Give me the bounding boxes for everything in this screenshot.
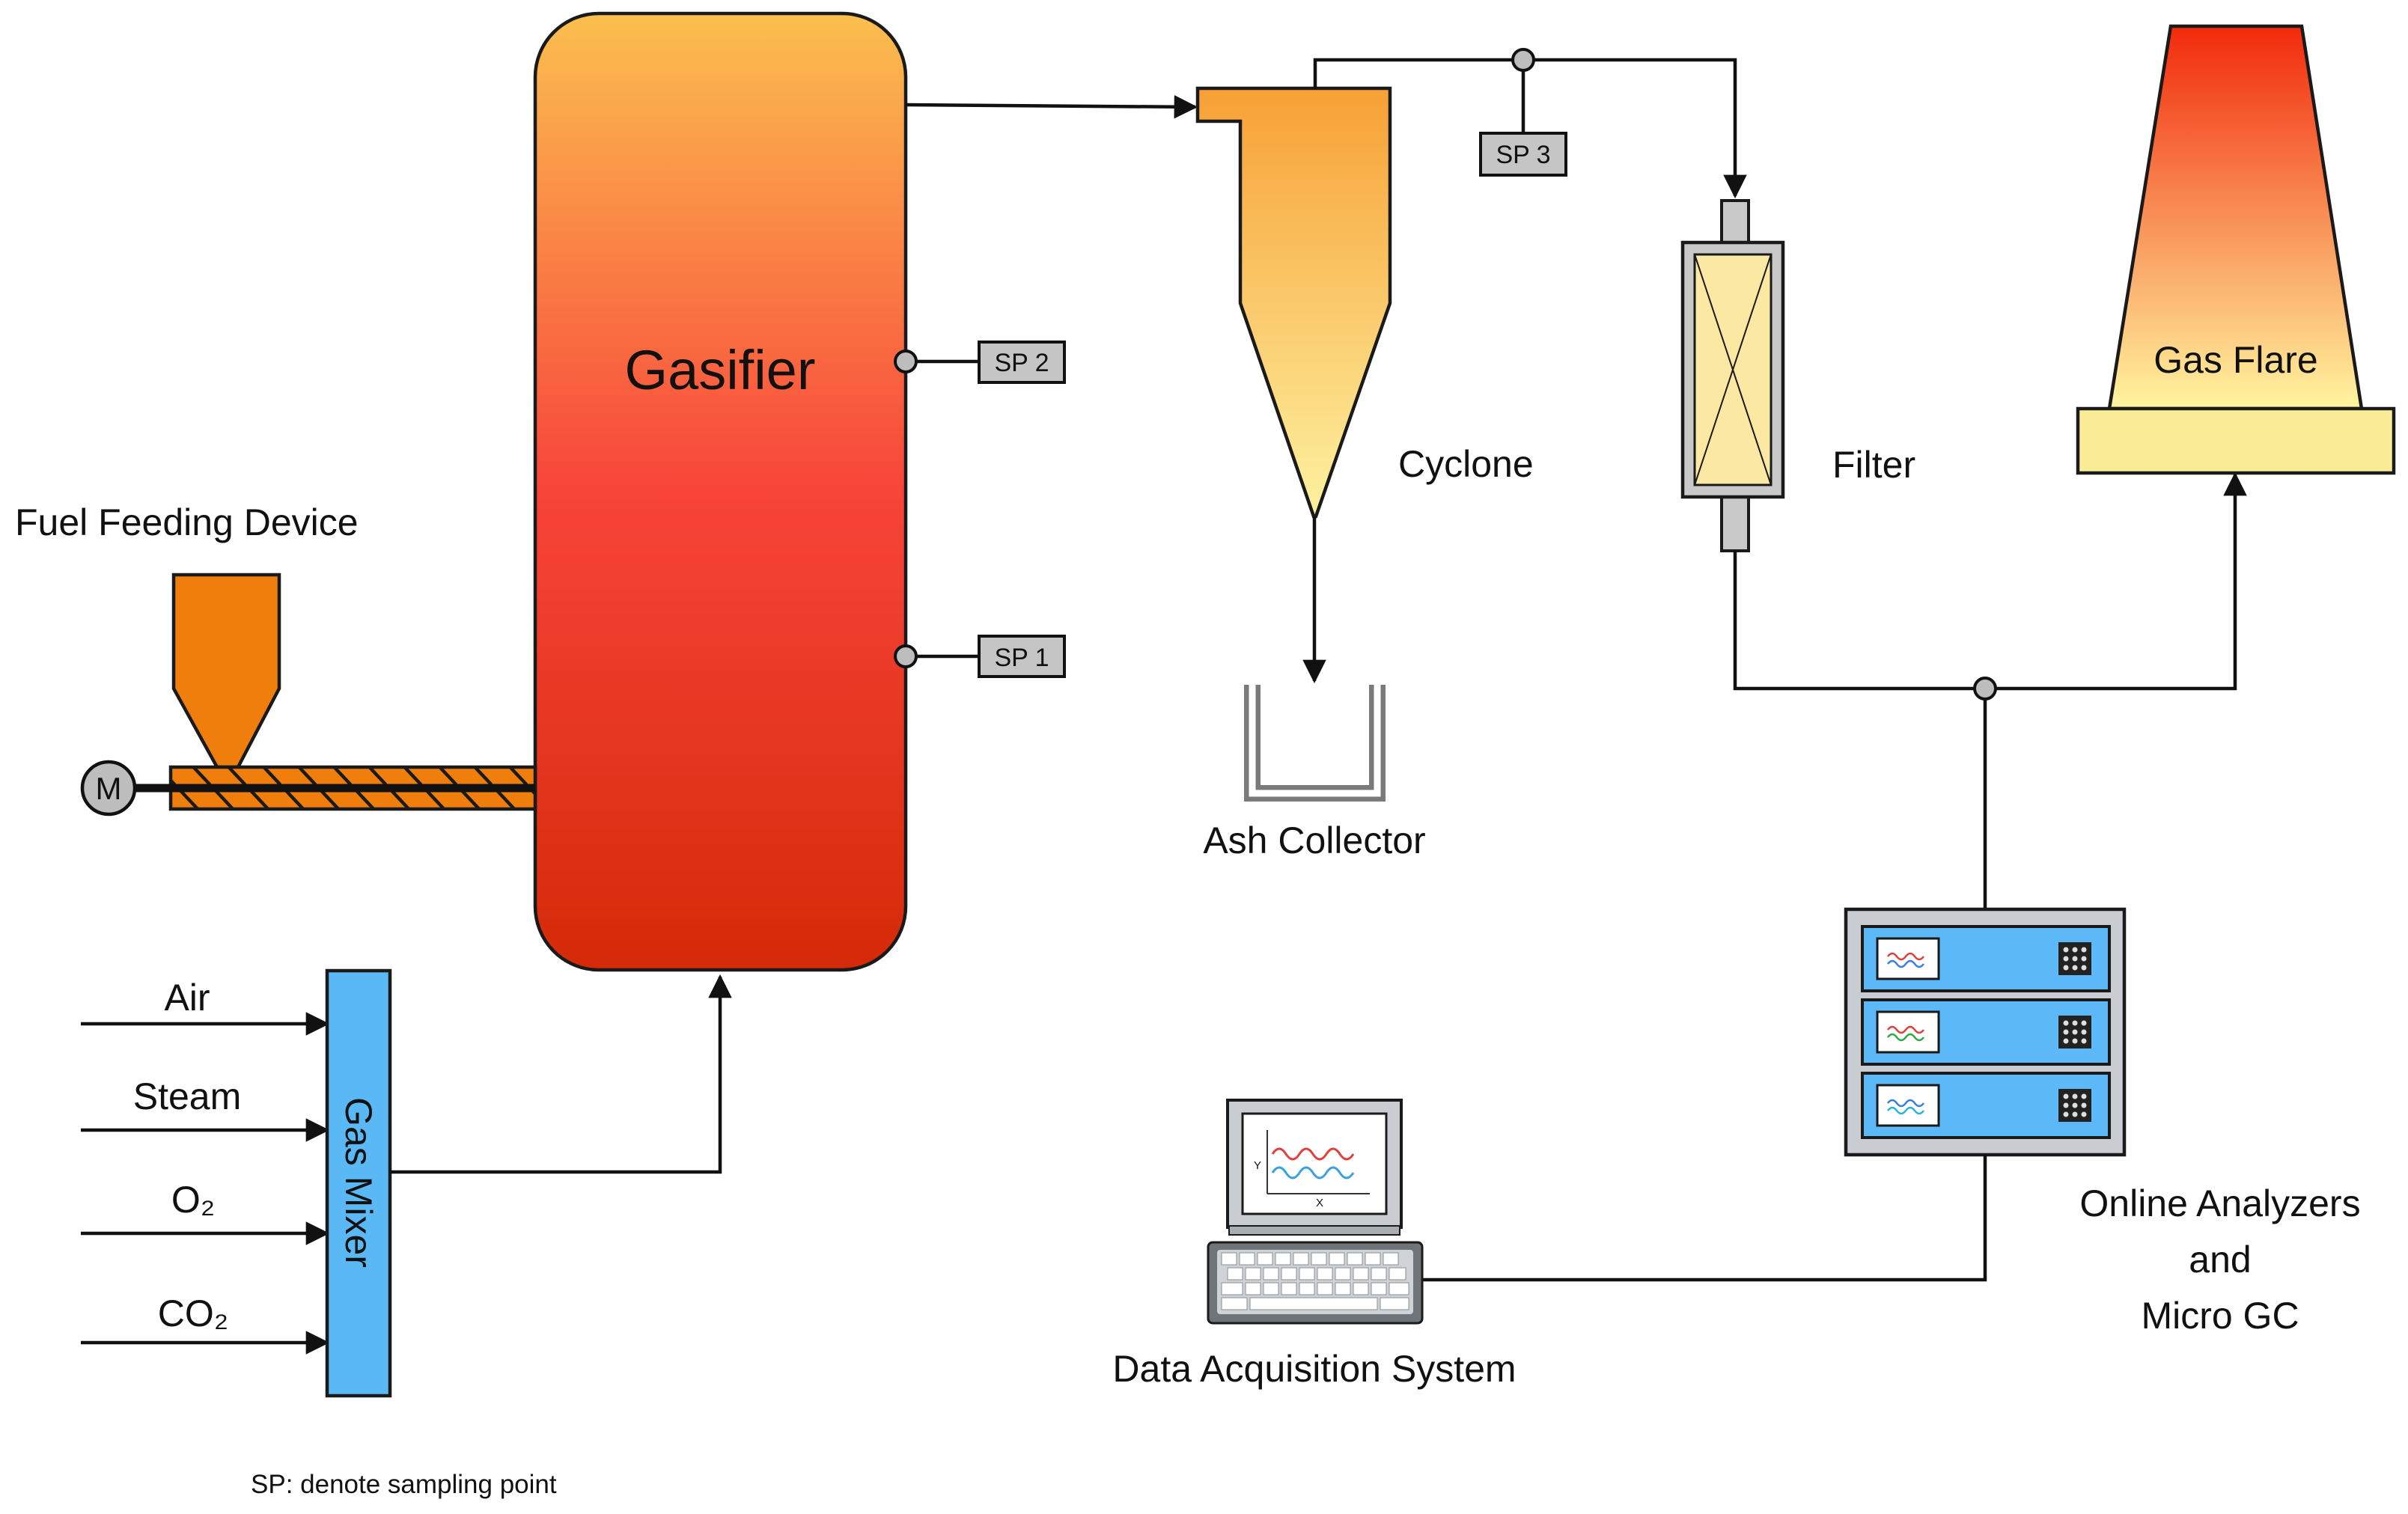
fuel-hopper xyxy=(171,573,281,769)
ash-collector: Ash Collector xyxy=(1203,685,1426,861)
gas-mixer-label: Gas Mixer xyxy=(338,1097,380,1268)
gasifier-to-cyclone-pipe xyxy=(905,95,1198,119)
analyzer-keypad-icon xyxy=(2058,942,2091,975)
data-acquisition-system: Y X Data Acquisition System xyxy=(1112,1099,1517,1390)
junction-node xyxy=(1973,677,1997,700)
o2-label: O₂ xyxy=(171,1179,215,1221)
fuel-feeding-device: Fuel Feeding Device M xyxy=(15,501,537,816)
ash-collector-label: Ash Collector xyxy=(1203,819,1425,861)
plot-axis-y: Y xyxy=(1254,1159,1261,1172)
gas-flare: Gas Flare xyxy=(2076,24,2396,475)
filter-to-flare-pipe xyxy=(1733,471,2247,691)
online-analyzers: Online Analyzers and Micro GC xyxy=(1844,907,2361,1337)
cyclone-label: Cyclone xyxy=(1398,443,1534,485)
filter-label: Filter xyxy=(1832,444,1915,486)
analyzers-label-line3: Micro GC xyxy=(2141,1295,2299,1337)
air-label: Air xyxy=(164,977,210,1019)
sp2-label: SP 2 xyxy=(994,349,1049,377)
analyzers-label-line1: Online Analyzers xyxy=(2079,1182,2360,1224)
sampling-point-sp1: SP 1 xyxy=(894,635,1066,678)
mixer-to-gasifier-pipe xyxy=(390,974,732,1174)
analyzer-unit xyxy=(1861,998,2111,1066)
sampling-point-sp3: SP 3 xyxy=(1479,48,1567,177)
keyboard-icon xyxy=(1207,1241,1424,1325)
sampling-port-circle xyxy=(894,644,918,668)
plot-axis-x: X xyxy=(1316,1197,1323,1209)
sampling-point-note: SP: denote sampling point xyxy=(251,1470,557,1499)
gasifier-label: Gasifier xyxy=(625,339,816,401)
computer-monitor-icon: Y X xyxy=(1226,1099,1403,1236)
co2-label: CO₂ xyxy=(158,1292,228,1334)
fuel-feeding-device-label: Fuel Feeding Device xyxy=(15,501,359,543)
analyzer-unit xyxy=(1861,925,2111,992)
gas-inlets: Air Steam O₂ CO₂ xyxy=(81,977,330,1355)
analyzer-unit xyxy=(1861,1072,2111,1139)
sp3-label: SP 3 xyxy=(1496,141,1550,169)
sp1-label: SP 1 xyxy=(994,644,1049,672)
analyzer-keypad-icon xyxy=(2058,1016,2091,1048)
analyzers-to-daq-line xyxy=(1422,1155,1987,1282)
gasifier: Gasifier xyxy=(533,11,908,972)
sampling-port-circle xyxy=(1511,48,1535,72)
sampling-point-sp2: SP 2 xyxy=(894,341,1066,384)
gas-flare-label: Gas Flare xyxy=(2154,339,2318,381)
motor-label: M xyxy=(96,771,122,806)
analyzers-label-line2: and xyxy=(2189,1239,2251,1281)
gas-mixer: Gas Mixer xyxy=(325,968,392,1398)
steam-label: Steam xyxy=(133,1075,242,1117)
daq-label: Data Acquisition System xyxy=(1112,1348,1516,1390)
sampling-port-circle xyxy=(894,349,918,373)
analyzer-keypad-icon xyxy=(2058,1089,2091,1122)
motor-icon xyxy=(80,760,137,816)
filter: Filter xyxy=(1680,199,1915,552)
